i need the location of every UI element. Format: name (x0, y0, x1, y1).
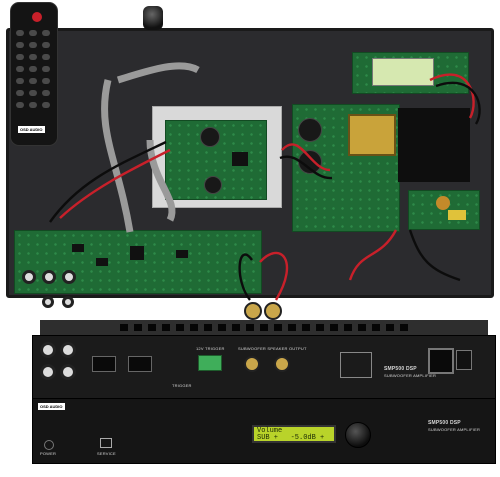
rear-rca-input (40, 342, 56, 358)
front-lcd-display: Volume SUB + -5.0dB + (252, 425, 336, 443)
rear-model-label: SMP500 DSP (384, 366, 417, 372)
ribbon-cable (146, 139, 176, 222)
ac-power-inlet (428, 348, 454, 374)
rear-speaker-post (244, 356, 260, 372)
warning-label (340, 352, 372, 378)
capacitor (298, 118, 322, 142)
rca-jack (22, 270, 36, 284)
capacitor (204, 176, 222, 194)
internal-wiring (49, 62, 481, 301)
power-switch (456, 350, 472, 370)
service-label: SERVICE (97, 451, 116, 456)
speaker-binding-post (264, 302, 282, 320)
rca-jack (62, 270, 76, 284)
transformer (348, 114, 396, 156)
remote-power-button (32, 12, 42, 22)
power-wire (408, 229, 461, 282)
power-label: POWER (40, 451, 57, 456)
lcd-line2: SUB + -5.0dB + (257, 433, 325, 442)
trigger-label: TRIGGER (172, 383, 192, 388)
rear-model-subtitle: SUBWOOFER AMPLIFIER (384, 373, 437, 378)
dsp-chip (130, 246, 144, 260)
speaker-wire (259, 251, 289, 301)
power-wire (279, 155, 333, 180)
power-button[interactable] (44, 440, 54, 450)
rear-rca-input (60, 342, 76, 358)
ribbon-cable (116, 62, 200, 84)
film-capacitor (448, 210, 466, 220)
ic-chip (96, 258, 108, 266)
front-brand-logo: OSD AUDIO (38, 403, 65, 410)
power-wire (429, 73, 475, 119)
lcd-module (372, 58, 434, 86)
ic-chip (176, 250, 188, 258)
remote-button-grid (16, 30, 52, 110)
signal-wire (59, 148, 171, 219)
power-wire (281, 143, 331, 172)
ic-chip (72, 244, 84, 252)
speaker-wire (238, 253, 253, 301)
speaker-binding-post (244, 302, 262, 320)
top-volume-knob (143, 6, 163, 30)
top-vent-grille (120, 323, 480, 333)
trigger-terminal (92, 356, 116, 372)
signal-wire (49, 140, 167, 223)
front-model-subtitle: SUBWOOFER AMPLIFIER (428, 427, 481, 432)
rca-jack (42, 270, 56, 284)
12v-trigger-label: 12V TRIGGER (196, 346, 225, 351)
front-model-label: SMP500 DSP (428, 420, 461, 426)
rear-speaker-post (274, 356, 290, 372)
ribbon-cable (101, 79, 134, 233)
service-usb-port (100, 438, 112, 448)
speaker-output-label: SUBWOOFER SPEAKER OUTPUT (238, 346, 307, 351)
choke-coil (436, 196, 450, 210)
power-wire (435, 81, 481, 125)
volume-knob[interactable] (345, 422, 371, 448)
capacitor (200, 127, 220, 147)
rca-jack (62, 296, 74, 308)
remote-control (10, 2, 58, 146)
input-filter-board (408, 190, 480, 230)
power-wire (348, 229, 398, 281)
input-dsp-board (14, 230, 262, 294)
heatsink-block (398, 108, 470, 182)
lcd-line1: Volume (257, 427, 283, 435)
12v-trigger-jacks (198, 355, 222, 371)
inductor (232, 152, 248, 166)
remote-brand-logo: OSD AUDIO (18, 126, 45, 133)
rca-jack (42, 296, 54, 308)
rear-rca-input (60, 364, 76, 380)
trigger-terminal (128, 356, 152, 372)
rear-rca-input (40, 364, 56, 380)
